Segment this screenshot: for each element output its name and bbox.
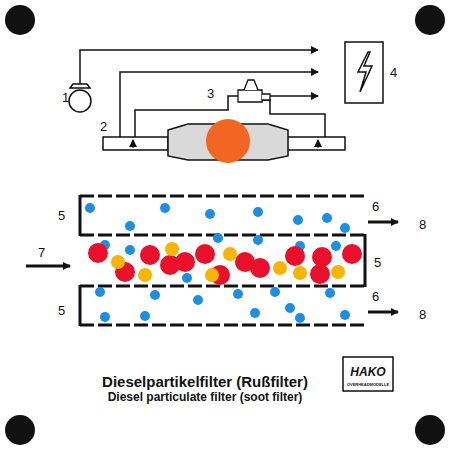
particle xyxy=(205,209,215,219)
pressure-sensor xyxy=(244,80,258,90)
callout-number: 6 xyxy=(372,200,379,213)
callout-number: 8 xyxy=(419,218,426,231)
filter-housing xyxy=(103,119,345,163)
logo-frame xyxy=(343,357,393,391)
channel-plug xyxy=(79,195,82,236)
flow-arrow-small xyxy=(133,140,318,148)
flow-arrow xyxy=(368,311,398,314)
particle xyxy=(213,233,223,243)
particle xyxy=(160,203,170,213)
particle xyxy=(88,243,108,263)
corner-dot xyxy=(5,415,35,445)
particle xyxy=(205,268,219,282)
particle xyxy=(85,203,95,213)
particle xyxy=(331,241,341,251)
filter-housing xyxy=(282,137,345,150)
particle xyxy=(140,311,150,321)
particle xyxy=(195,244,215,264)
flow-arrow xyxy=(26,265,70,268)
particle xyxy=(285,303,295,313)
channel-plug xyxy=(80,195,365,326)
temperature-sensor xyxy=(70,84,90,88)
corner-dot xyxy=(415,5,445,35)
particle xyxy=(125,245,135,255)
particle xyxy=(175,252,195,272)
callout-number: 6 xyxy=(372,290,379,303)
particle xyxy=(138,268,152,282)
particle xyxy=(293,215,303,225)
particle xyxy=(250,308,260,318)
callout-number: 4 xyxy=(390,66,397,79)
control-unit xyxy=(358,52,372,92)
particle xyxy=(342,244,362,264)
particle xyxy=(325,288,335,298)
filter-wall xyxy=(80,195,365,198)
flow-arrow xyxy=(368,221,398,224)
particle xyxy=(310,264,330,284)
signal-wire xyxy=(265,95,318,97)
flow-arrow xyxy=(26,222,398,312)
channel-plug xyxy=(364,234,367,287)
filter-wall xyxy=(80,196,365,325)
temperature-sensor xyxy=(69,84,91,112)
corner-dot xyxy=(415,415,445,445)
callout-number: 1 xyxy=(62,91,69,104)
pressure-sensor xyxy=(238,80,270,102)
caption: Diesel particulate filter (soot filter) xyxy=(108,391,303,403)
particle xyxy=(293,266,307,280)
control-unit xyxy=(345,42,383,103)
corner-dot xyxy=(5,5,35,35)
particles xyxy=(85,203,362,323)
particle xyxy=(140,245,160,265)
particle xyxy=(111,255,125,269)
particle xyxy=(322,213,332,223)
temperature-sensor xyxy=(69,90,91,112)
flow-arrow-small xyxy=(318,140,319,148)
signal-wire xyxy=(80,50,318,85)
particle xyxy=(253,207,263,217)
callout-number: 5 xyxy=(58,304,65,317)
particle xyxy=(340,310,350,320)
particle xyxy=(95,287,105,297)
callout-number: 8 xyxy=(419,308,426,321)
particle xyxy=(165,242,179,256)
particle xyxy=(150,290,160,300)
particle xyxy=(312,247,332,267)
particle xyxy=(182,273,192,283)
particle xyxy=(285,246,305,266)
callout-number: 7 xyxy=(38,246,45,259)
particle xyxy=(193,295,203,305)
particle xyxy=(250,258,270,278)
callout-number: 2 xyxy=(100,120,107,133)
logo-frame xyxy=(343,357,393,391)
callout-number: 5 xyxy=(58,209,65,222)
corner-dot xyxy=(5,5,445,445)
channel-plug xyxy=(79,285,82,326)
filter-wall xyxy=(80,285,365,288)
title: Dieselpartikelfilter (Rußfilter) xyxy=(102,374,308,389)
pressure-sensor xyxy=(238,90,262,102)
particle xyxy=(233,289,243,299)
particle xyxy=(100,312,110,322)
flow-arrow-small xyxy=(133,140,134,148)
particle xyxy=(340,223,350,233)
filter-housing xyxy=(103,137,168,150)
particle xyxy=(223,247,237,261)
particle xyxy=(295,313,305,323)
pressure-sensor xyxy=(262,94,270,100)
filter-wall xyxy=(80,324,365,327)
particle xyxy=(125,221,135,231)
particle xyxy=(253,235,263,245)
logo-subtext: OVERHEADMODELLE xyxy=(347,383,389,387)
control-unit xyxy=(345,42,383,103)
callout-number: 3 xyxy=(207,87,214,100)
particle xyxy=(331,265,345,279)
logo-text: HAKO xyxy=(350,366,385,378)
filter-housing xyxy=(206,119,250,163)
particle xyxy=(270,287,280,297)
particle xyxy=(273,261,287,275)
callout-number: 5 xyxy=(374,256,381,269)
